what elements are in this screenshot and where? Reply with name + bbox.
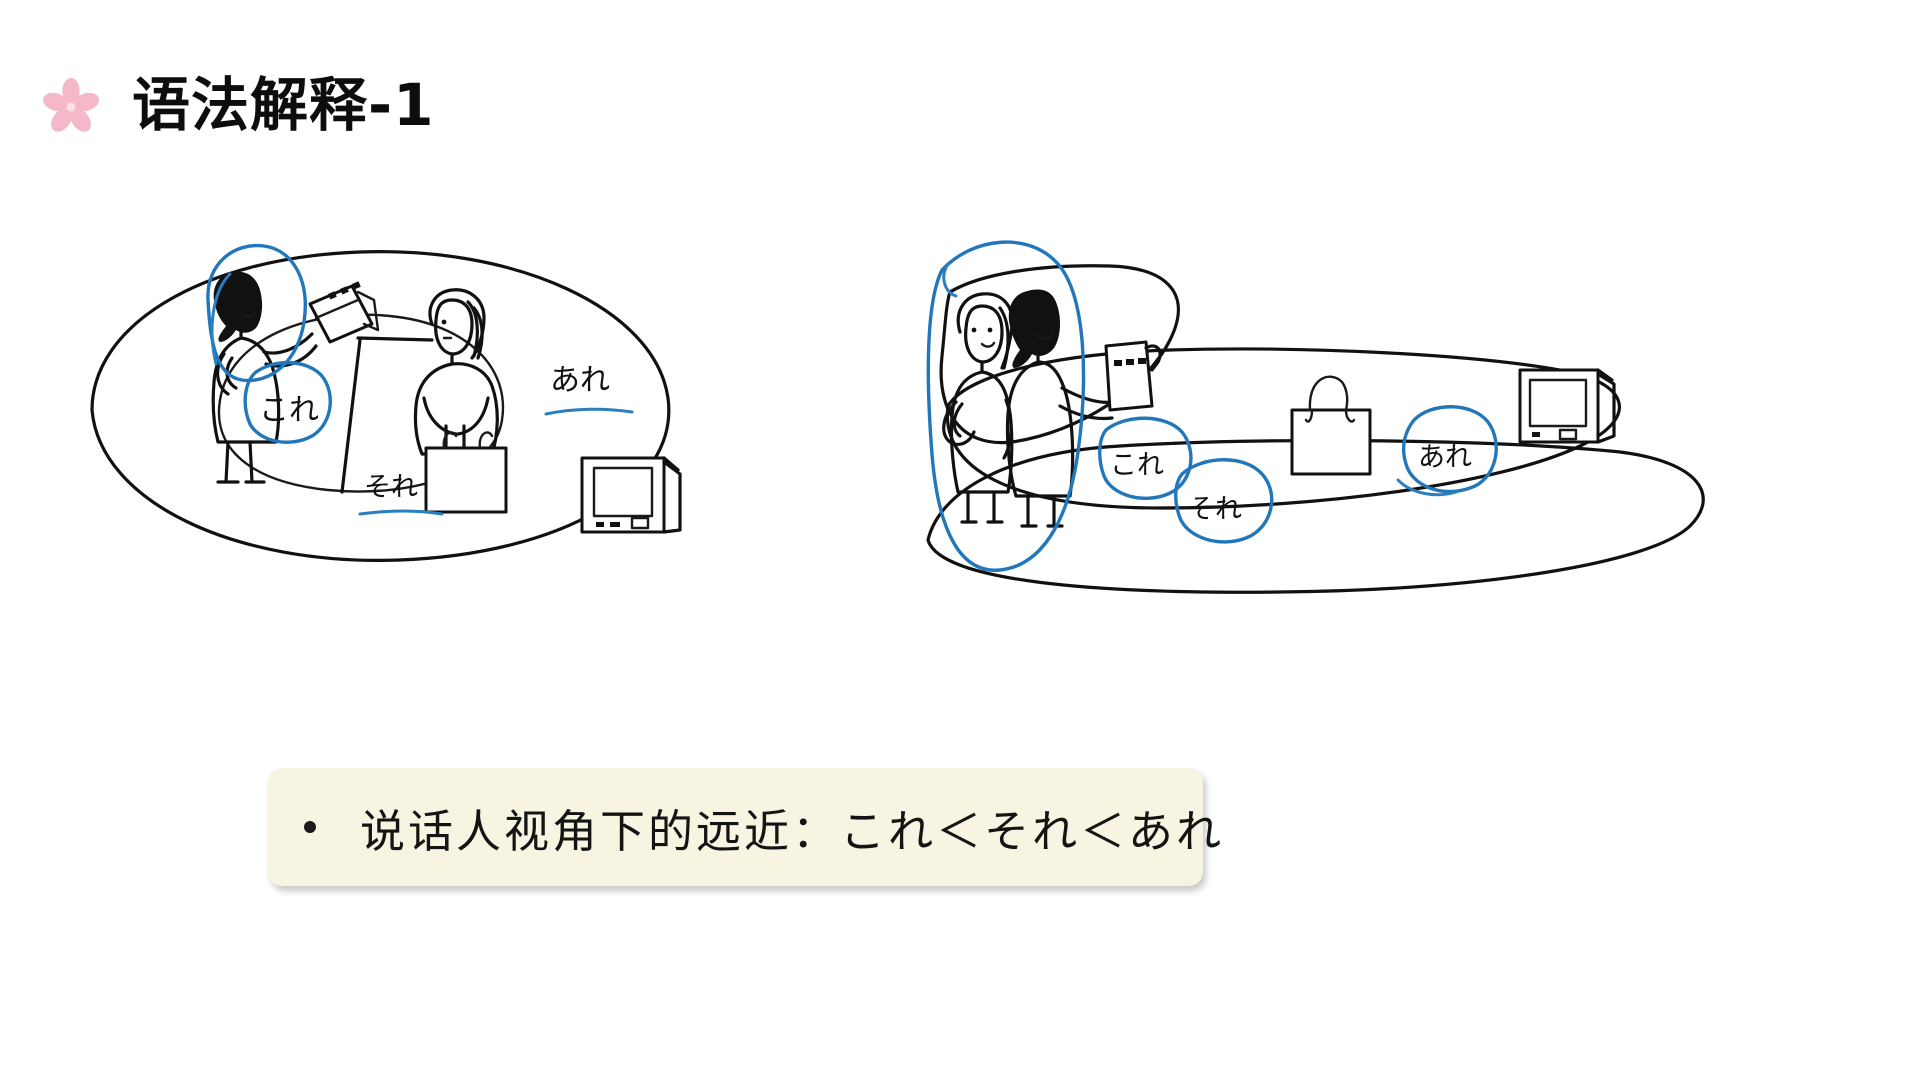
label-are-right: あれ — [1396, 405, 1498, 497]
listener-figure-left — [413, 288, 499, 456]
label-are-left: あれ — [544, 363, 634, 416]
page-title-label: 语法解释-1 — [132, 71, 435, 139]
label-are-left-text: あれ — [550, 363, 610, 398]
callout-bullet-icon — [304, 821, 316, 833]
speaker-highlight-circle-left — [206, 243, 307, 383]
left-diagram: これ それ あれ — [90, 243, 682, 562]
page-title: 语法解释-1 — [40, 72, 434, 138]
television-left — [580, 456, 682, 534]
label-sore-left-text: それ — [364, 472, 418, 503]
speakers-highlight-circle-right — [926, 240, 1086, 572]
right-diagram: これ それ あれ — [926, 240, 1705, 594]
inner-ellipse-left — [217, 313, 505, 493]
summary-callout-box: 说话人视角下的远近：これ＜それ＜あれ — [268, 768, 1221, 886]
speaker-figure-left — [211, 271, 318, 484]
label-kore-right-text: これ — [1110, 450, 1164, 481]
label-sore-right-text: それ — [1188, 494, 1242, 525]
shopping-bag-right — [1290, 375, 1372, 476]
label-are-right-text: あれ — [1418, 442, 1472, 473]
sakura-flower-icon — [42, 77, 100, 132]
sightline-left — [356, 336, 434, 342]
label-kore-left: これ — [243, 360, 332, 444]
book-object-right — [1104, 340, 1162, 412]
two-women-figures-right — [942, 289, 1116, 528]
label-sore-right: それ — [1174, 458, 1274, 544]
outer-ellipse-right — [926, 438, 1705, 594]
label-kore-left-text: これ — [259, 393, 319, 428]
label-sore-left: それ — [358, 472, 444, 516]
television-right — [1518, 368, 1616, 444]
shopping-bag-left — [424, 431, 508, 514]
callout-text: 说话人视角下的远近：これ＜それ＜あれ — [360, 804, 1225, 858]
proximity-illustration: これ それ あれ — [60, 230, 1860, 660]
divider-line-left — [340, 338, 362, 494]
label-kore-right: これ — [1098, 416, 1193, 500]
book-object-left — [308, 281, 380, 344]
